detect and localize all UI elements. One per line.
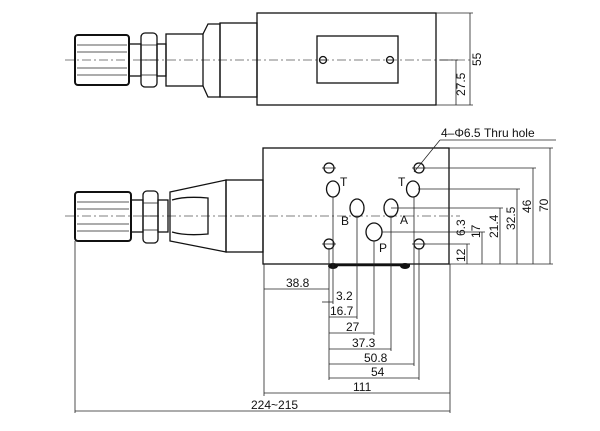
dim-50-8: 50.8 [364,351,388,365]
lock-nut [142,190,159,244]
dim-21-4: 21.4 [487,214,501,238]
dim-70: 70 [537,198,551,212]
dim-16-7: 16.7 [330,304,354,318]
dim-27: 27 [346,320,360,334]
port-label-p: P [379,241,387,255]
dim-17: 17 [469,224,483,238]
dim-46: 46 [520,199,534,213]
port-label-b: B [341,214,349,228]
bottom-view: T T B A P 4–Φ6.5 Thru hole 6.3 12 17 [65,126,556,413]
dim-6-3: 6.3 [454,219,468,236]
dim-27-5: 27.5 [454,72,468,96]
adjusting-knob [74,191,132,242]
callout-text: 4–Φ6.5 Thru hole [441,126,535,140]
lock-nut [140,32,158,88]
dim-111: 111 [353,380,372,394]
port-label-t-right: T [398,175,406,189]
right-dimensions: 6.3 12 17 21.4 32.5 46 70 [382,147,553,265]
nameplate [316,35,399,84]
port-label-a: A [400,213,408,227]
dim-54: 54 [371,365,385,379]
dim-3-2: 3.2 [336,289,353,303]
dim-37-3: 37.3 [352,336,376,350]
mounting-hole-icon [322,162,426,250]
valve-body [256,12,437,106]
valve-body [262,147,450,265]
dim-12: 12 [454,248,468,262]
port-label-t-left: T [340,175,348,189]
top-view: 27.5 55 [65,12,484,106]
dim-38-8: 38.8 [286,276,310,290]
plate-screw-icon [318,55,395,65]
thru-hole-callout: 4–Φ6.5 Thru hole [413,126,556,173]
bottom-dimensions: 38.8 3.2 16.7 27 37.3 50.8 54 111 224~21… [74,197,451,413]
top-dimensions: 27.5 55 [436,12,484,106]
dim-32-5: 32.5 [504,206,518,230]
dim-overall-length: 224~215 [251,398,298,412]
dim-55: 55 [470,52,484,66]
